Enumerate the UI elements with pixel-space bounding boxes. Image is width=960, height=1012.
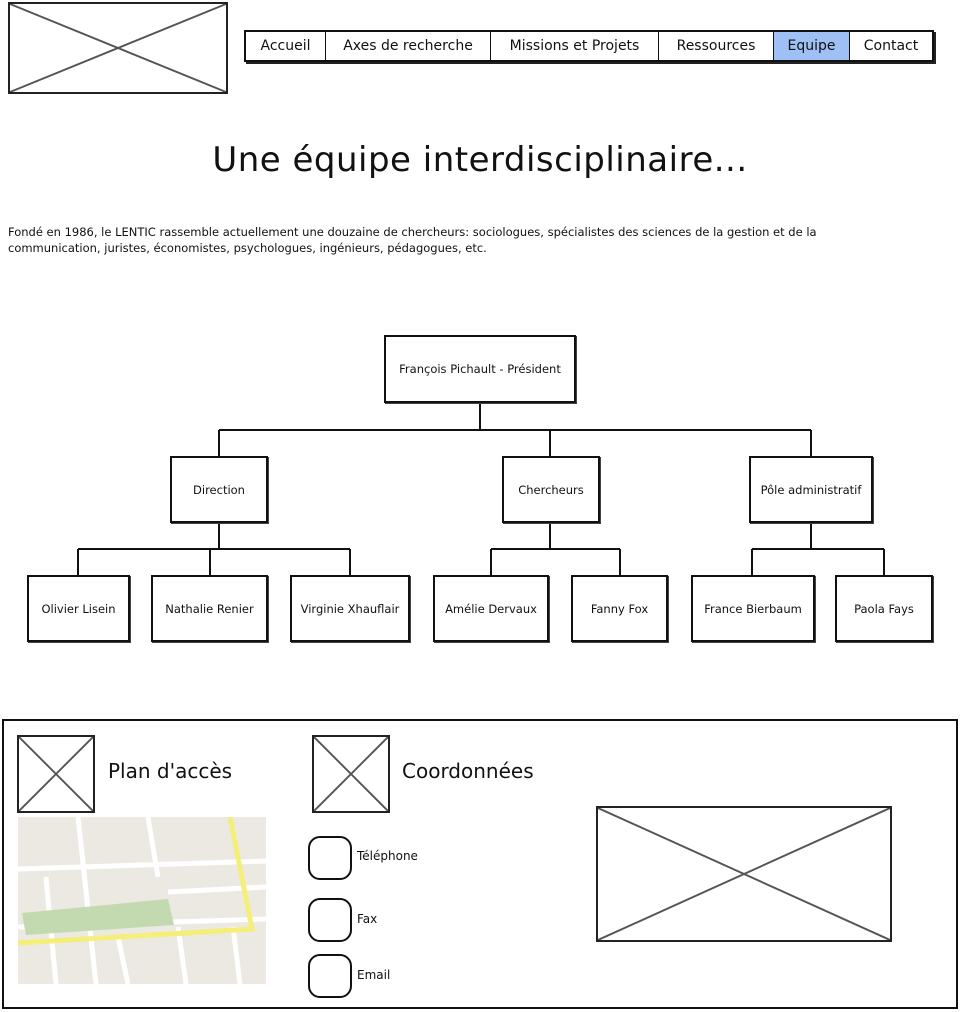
image-placeholder-icon <box>19 737 93 811</box>
contact-title: Coordonnées <box>402 759 534 783</box>
map-icon <box>18 817 266 984</box>
fax-icon <box>308 898 352 942</box>
org-node-member: France Bierbaum <box>691 575 815 642</box>
image-placeholder-icon <box>10 4 226 92</box>
contact-icon-placeholder <box>312 735 390 813</box>
nav-item-equipe[interactable]: Equipe <box>774 32 850 60</box>
page-title: Une équipe interdisciplinaire... <box>212 140 748 180</box>
nav-item-contact[interactable]: Contact <box>863 38 919 54</box>
nav-item-missions[interactable]: Missions et Projets <box>491 32 659 60</box>
image-placeholder <box>596 806 892 942</box>
org-node-member: Amélie Dervaux <box>433 575 549 642</box>
nav-item-ressources[interactable]: Ressources <box>659 32 774 60</box>
nav-item-accueil[interactable]: Accueil <box>246 32 326 60</box>
footer-panel: Plan d'accès Coordonnées <box>2 719 958 1009</box>
contact-label-fax: Fax <box>357 912 378 926</box>
org-node-member: Virginie Xhauflair <box>290 575 410 642</box>
org-node-president: François Pichault - Président <box>384 335 576 403</box>
logo-placeholder[interactable] <box>8 2 228 94</box>
org-node-member: Nathalie Renier <box>151 575 268 642</box>
org-node-member: Paola Fays <box>835 575 933 642</box>
org-node-member: Fanny Fox <box>571 575 668 642</box>
contact-label-telephone: Téléphone <box>357 849 418 863</box>
image-placeholder-icon <box>598 808 890 940</box>
org-node-chercheurs: Chercheurs <box>502 456 600 523</box>
image-placeholder-icon <box>314 737 388 811</box>
nav-item-axes[interactable]: Axes de recherche <box>326 32 491 60</box>
contact-label-email: Email <box>357 968 391 982</box>
phone-icon <box>308 836 352 880</box>
intro-text: Fondé en 1986, le LENTIC rassemble actue… <box>8 225 817 255</box>
map-icon-placeholder <box>17 735 95 813</box>
org-node-direction: Direction <box>170 456 268 523</box>
org-node-member: Olivier Lisein <box>27 575 130 642</box>
access-map[interactable] <box>18 817 266 984</box>
map-title: Plan d'accès <box>108 759 233 783</box>
email-icon <box>308 954 352 998</box>
org-chart-connectors <box>77 402 885 575</box>
main-nav: Accueil Axes de recherche Missions et Pr… <box>244 30 934 62</box>
org-node-pole-administratif: Pôle administratif <box>749 456 873 523</box>
